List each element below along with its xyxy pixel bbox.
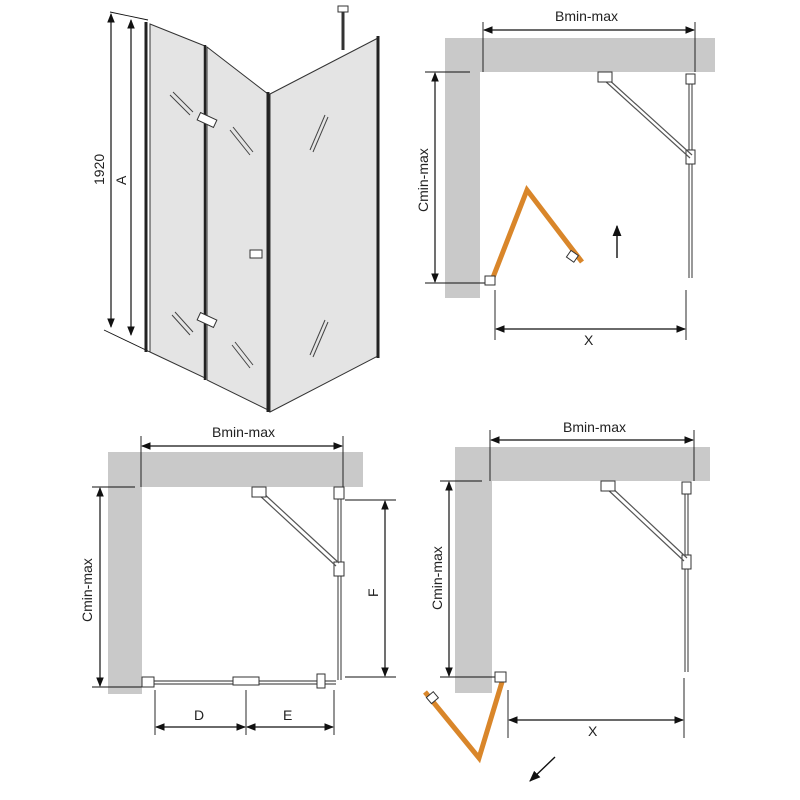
wall-side [445,72,480,298]
b-label-3: Bmin-max [563,419,626,435]
wall-side-2 [108,487,142,694]
wall-back-3 [455,447,710,481]
x-label-2: X [588,723,598,739]
b-label-1: Bmin-max [555,8,618,24]
height-value-label: 1920 [91,154,107,185]
height-letter-label: A [113,175,129,185]
wall-side-3 [455,481,492,693]
e-label: E [283,707,292,723]
plan-view-bottom-left: Bmin-max Cmin-max F D E [79,424,396,735]
b-label-2: Bmin-max [212,424,275,440]
wall-back-2 [108,452,363,487]
c-label-3: Cmin-max [429,546,445,610]
x-label-1: X [584,332,594,348]
front-left-panel [149,23,206,379]
c-label-1: Cmin-max [415,148,431,212]
perspective-view: 1920 A [91,5,380,413]
wall-back [445,38,715,72]
c-label-2: Cmin-max [79,558,95,622]
f-label: F [365,588,381,597]
front-right-panel [206,45,269,411]
plan-view-bottom-right: Bmin-max Cmin-max X [423,419,710,782]
d-label: D [194,707,204,723]
plan-view-top-right: Bmin-max Cmin-max X [415,8,715,348]
side-panel [269,37,379,413]
